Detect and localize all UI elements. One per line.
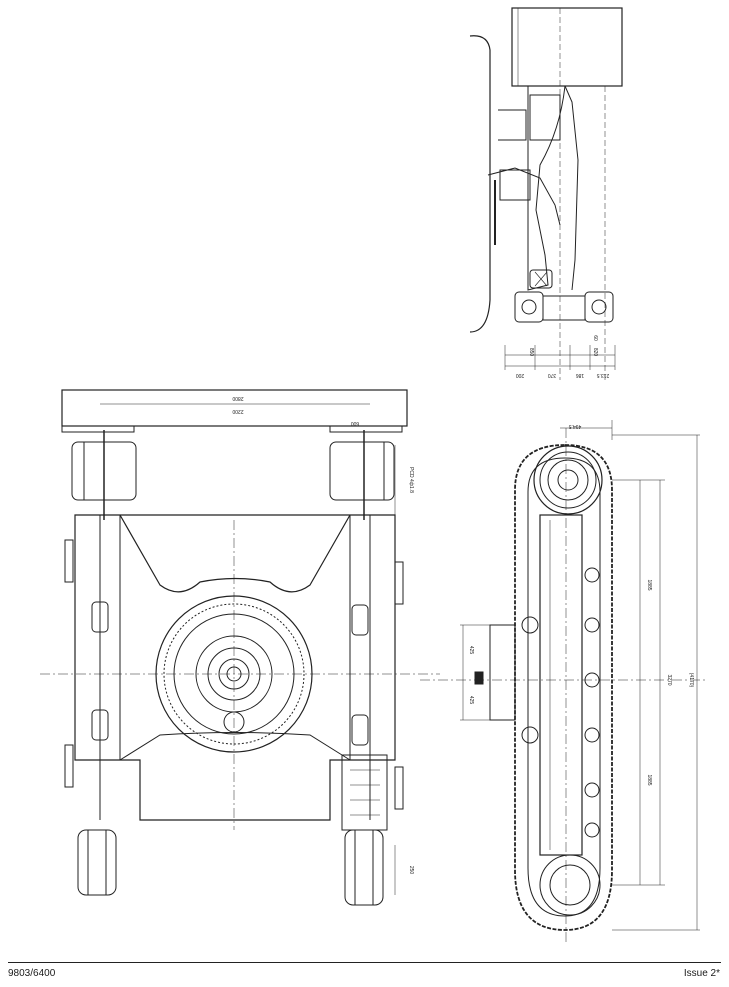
dim-end-2: 370 [548, 372, 557, 378]
dim-chain: 494.5 [569, 423, 582, 429]
dim-plate-a: 425 [468, 646, 474, 655]
dim-pcd: PCD 4ф1.8 [408, 467, 414, 493]
footer-divider [8, 962, 721, 963]
issue-label: Issue 2* [683, 968, 720, 979]
dim-lower: 1885 [646, 774, 652, 785]
document-number: 9803/6400 [8, 968, 56, 979]
dim-plate-b: 425 [468, 696, 474, 705]
dim-overall-width: 2800 [232, 395, 243, 401]
dim-end-6: 820 [592, 348, 598, 357]
end-view [469, 7, 623, 380]
dim-gauge: 2200 [232, 408, 243, 414]
side-view [420, 420, 705, 945]
dim-upper: 1885 [646, 579, 652, 590]
dim-end-7: 60 [592, 335, 598, 341]
dim-end-4: 213.5 [597, 372, 610, 378]
front-view [40, 389, 440, 906]
dim-pad: 600 [351, 420, 360, 426]
dim-end-5: 850 [528, 348, 534, 357]
dim-overall-bracket: (4170) [688, 673, 694, 688]
dim-end-1: 200 [516, 372, 525, 378]
technical-drawing: 2800 2200 600 PCD 4ф1.8 250 494.5 1885 3… [40, 7, 705, 945]
dim-end-3: 186 [576, 372, 585, 378]
dim-wheel-offset: 250 [408, 866, 414, 875]
dim-overall: 3270 [666, 674, 672, 685]
